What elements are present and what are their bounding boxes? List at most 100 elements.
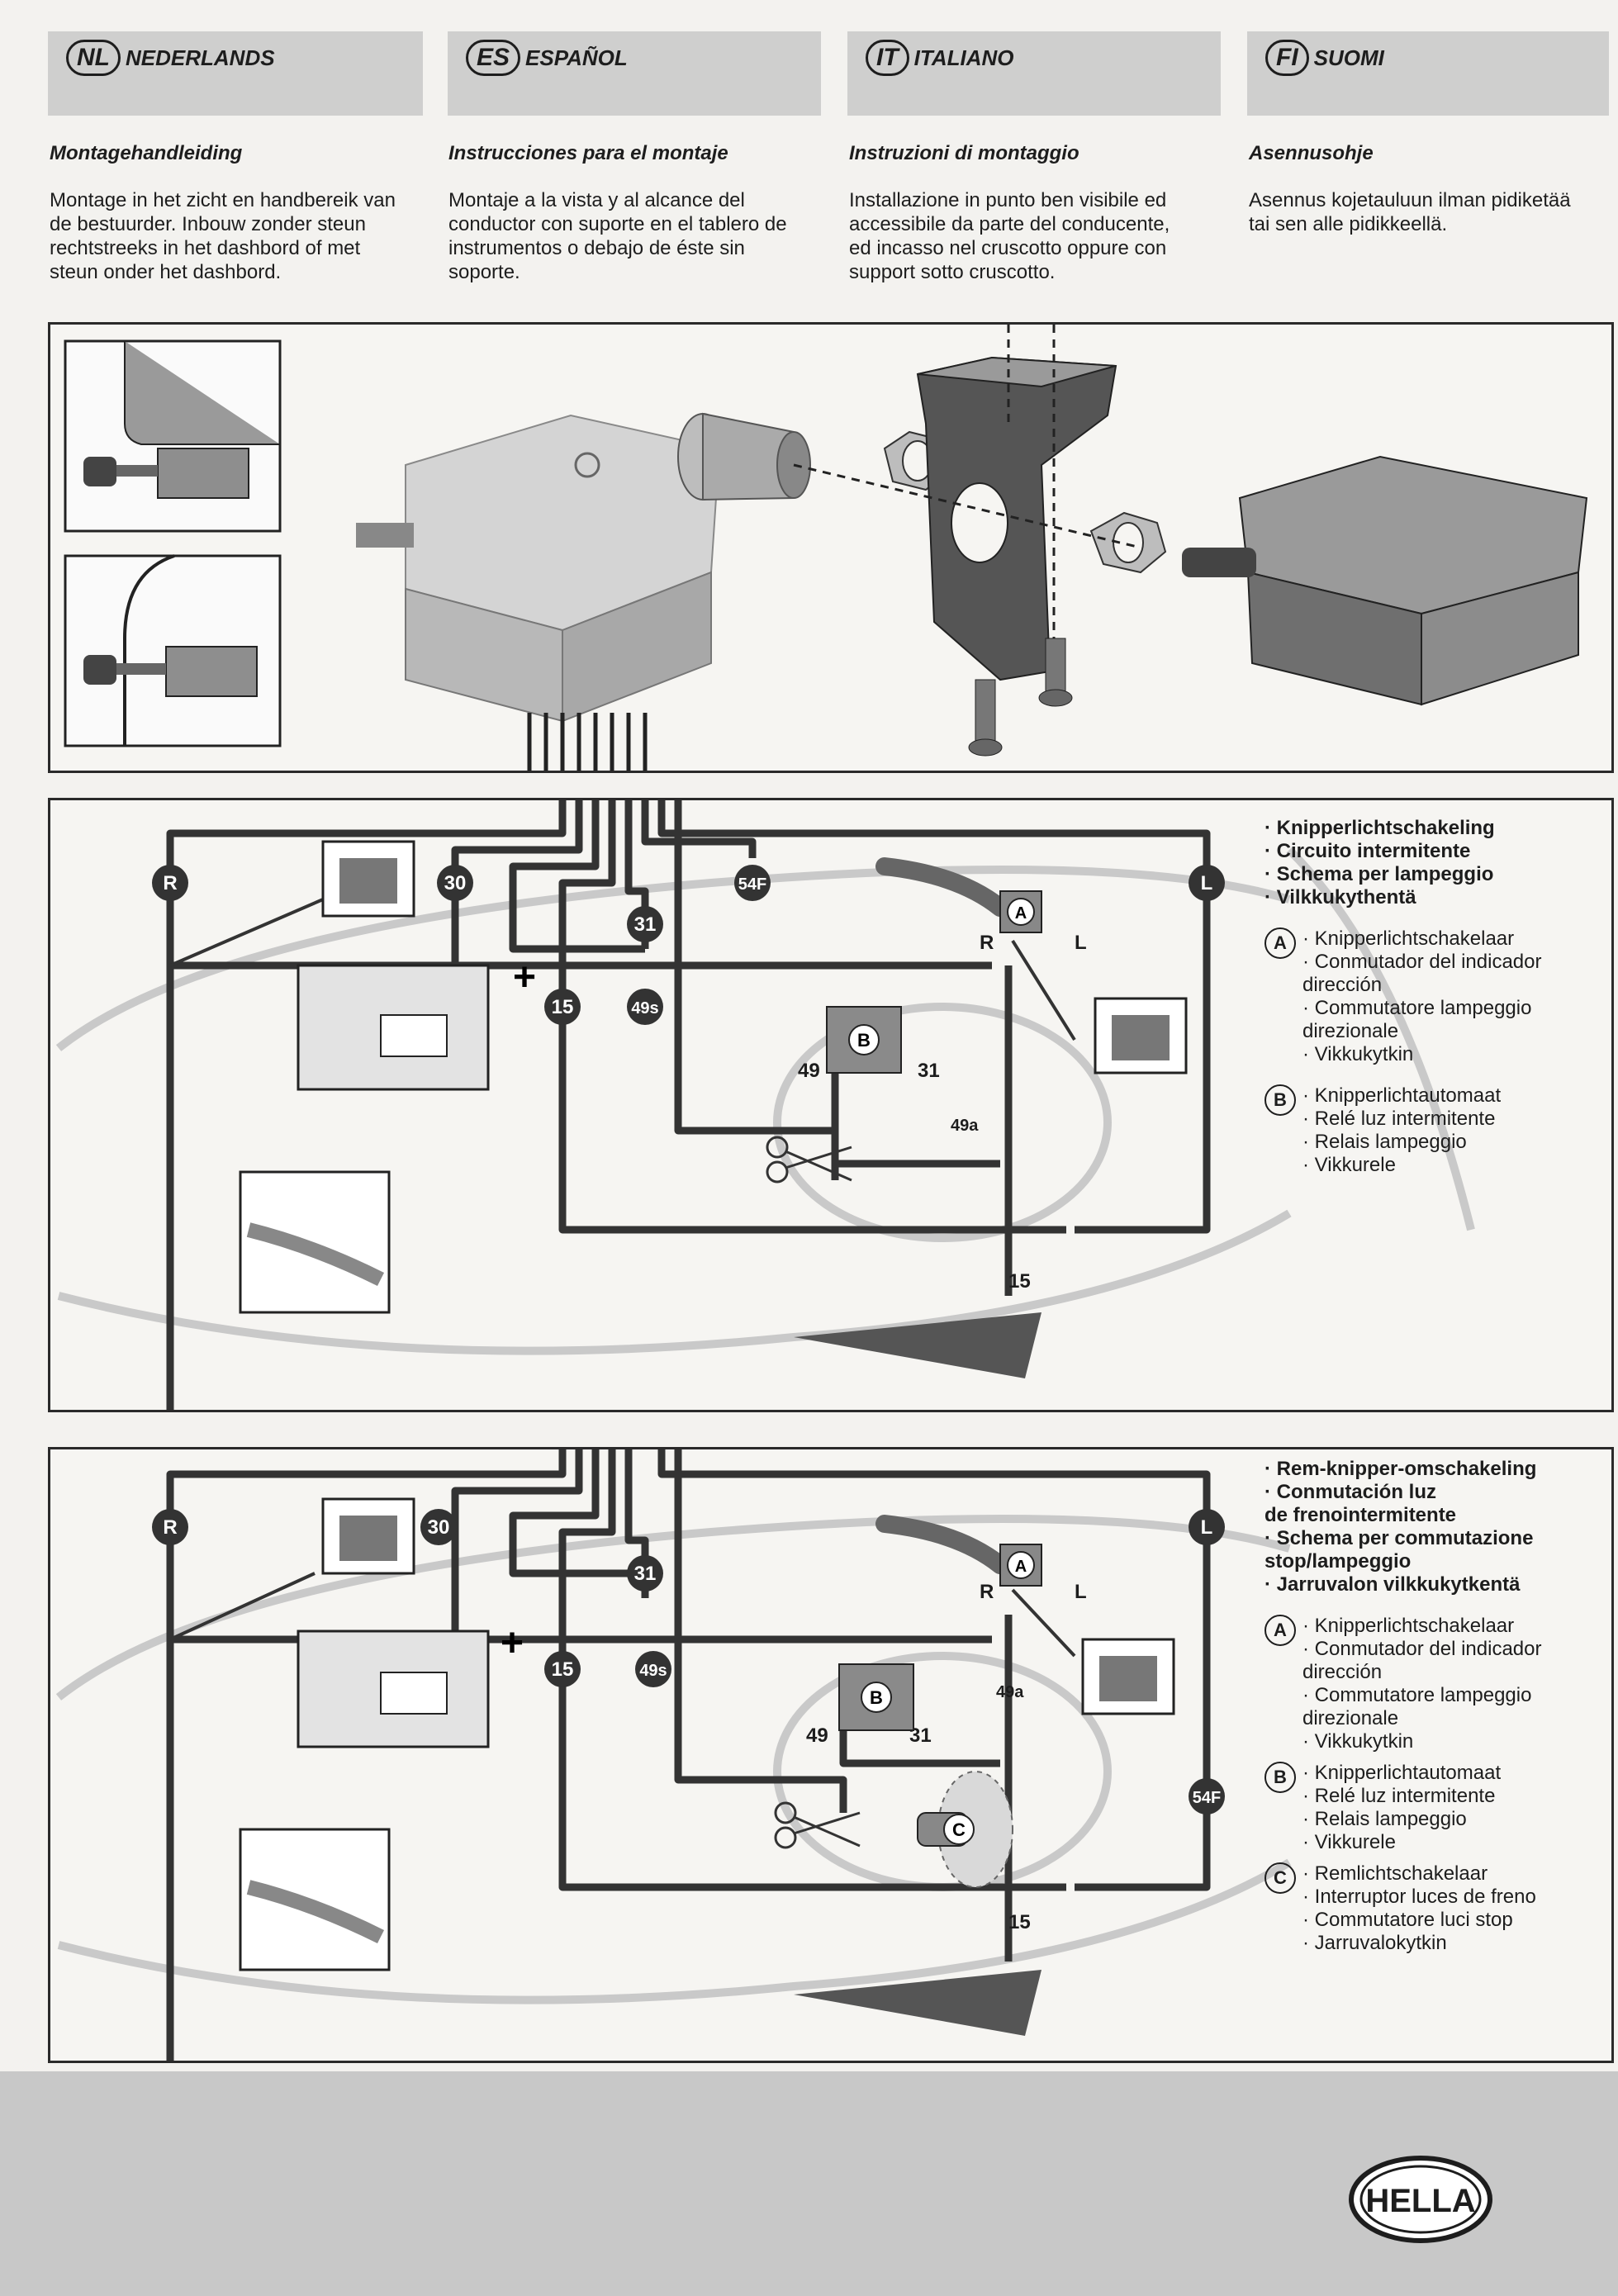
lang-code-es: ES <box>466 40 521 76</box>
legend-line: dirección <box>1302 974 1383 996</box>
mark-A: A <box>1015 904 1027 923</box>
label-49: 49 <box>798 1060 820 1082</box>
title-fi: Asennusohje <box>1249 142 1374 164</box>
terminal-L: L <box>1201 1516 1213 1539</box>
mark-A: A <box>1015 1558 1027 1576</box>
lang-name-nl: NEDERLANDS <box>126 45 275 70</box>
legend-line: · Relais lampeggio <box>1302 1808 1467 1830</box>
label-31: 31 <box>918 1060 940 1082</box>
mounting-drawing <box>64 325 1588 771</box>
legend-title-line: stop/lampeggio <box>1265 1550 1412 1573</box>
body-line: Montaje a la vista y al alcance del <box>448 189 745 211</box>
mounting-illustration <box>48 322 1614 773</box>
connector-inset <box>239 1170 391 1314</box>
flasher-relay-B: B <box>838 1663 914 1731</box>
legend-title-line: · Conmutación luz <box>1265 1481 1436 1503</box>
legend-1: · Knipperlichtschakeling · Circuito inte… <box>1265 817 1603 1177</box>
indicator-switch-A: A <box>875 857 1042 933</box>
body-line: steun onder het dashbord. <box>50 261 282 283</box>
wiring-diagram-1: R 30 31 54F L 15 49s 49 31 49a 15 R L A … <box>48 798 1614 1577</box>
terminal-30: 30 <box>428 1516 450 1539</box>
plus-sign: + <box>501 1621 524 1665</box>
legend-title-line: · Schema per commutazione <box>1265 1527 1534 1549</box>
legend-line: · Vikkukytkin <box>1302 1730 1414 1753</box>
legend-line: · Relais lampeggio <box>1302 1131 1467 1153</box>
legend-line: · Knipperlichtschakelaar <box>1302 1615 1515 1637</box>
legend-item-B: B · Knipperlichtautomaat · Relé luz inte… <box>1265 1084 1603 1177</box>
legend-mark-A: A <box>1265 1615 1296 1646</box>
body-line: support sotto cruscotto. <box>849 261 1056 283</box>
wiring-diagram-2: R 30 31 L 54F 15 49s 49 31 49a 15 R L A … <box>48 1447 1614 2226</box>
switch-box-mounted <box>1182 455 1588 706</box>
wiring-drawing-1: R 30 31 54F L 15 49s 49 31 49a 15 R L A … <box>55 800 1475 1577</box>
body-line: Installazione in punto ben visibile ed <box>849 189 1167 211</box>
legend-line: · Vikkurele <box>1302 1831 1396 1853</box>
body-it: Installazione in punto ben visibile ed a… <box>849 188 1170 284</box>
hella-logo-text: HELLA <box>1365 2183 1475 2219</box>
lamp-left-icon <box>321 1497 415 1575</box>
mark-B: B <box>870 1687 883 1708</box>
hella-logo: HELLA <box>1349 2156 1492 2243</box>
legend-title-line: · Jarruvalon vilkkukytkentä <box>1265 1573 1521 1596</box>
terminal-49s: 49s <box>639 1662 667 1680</box>
body-line: instrumentos o debajo de éste sin <box>448 237 745 259</box>
mark-B: B <box>857 1030 871 1051</box>
legend-mark-C: C <box>1265 1862 1296 1894</box>
legend-line: · Remlichtschakelaar <box>1302 1862 1488 1885</box>
screw-2 <box>1038 638 1073 707</box>
legend-item-C: C · Remlichtschakelaar · Interruptor luc… <box>1265 1862 1603 1955</box>
legend-line: · Commutatore lampeggio <box>1302 1684 1532 1706</box>
legend-item-B: B · Knipperlichtautomaat · Relé luz inte… <box>1265 1762 1603 1854</box>
legend-title-line: · Knipperlichtschakeling <box>1265 817 1495 839</box>
terminal-31: 31 <box>634 913 657 936</box>
legend-line: · Conmutador del indicador <box>1302 1638 1542 1660</box>
legend-mark-B: B <box>1265 1084 1296 1116</box>
title-nl: Montagehandleiding <box>50 142 243 164</box>
label-15: 15 <box>1008 1911 1031 1933</box>
lang-code-nl: NL <box>66 40 121 76</box>
label-49a: 49a <box>996 1683 1024 1701</box>
terminal-49s: 49s <box>631 999 658 1018</box>
legend-line: · Vikkukytkin <box>1302 1043 1414 1065</box>
legend-line: · Relé luz intermitente <box>1302 1785 1496 1807</box>
legend-line: · Vikkurele <box>1302 1154 1396 1176</box>
legend-title-line: · Circuito intermitente <box>1265 840 1471 862</box>
terminal-L: L <box>1201 872 1213 894</box>
legend-line: · Interruptor luces de freno <box>1302 1886 1536 1908</box>
footer: HELLA <box>0 2071 1618 2296</box>
legend-item-A: A · Knipperlichtschakelaar · Conmutador … <box>1265 1615 1603 1753</box>
mark-C: C <box>952 1819 966 1840</box>
indicator-lamp <box>794 1312 1041 1378</box>
lang-code-fi: FI <box>1265 40 1309 76</box>
body-line: ed incasso nel cruscotto oppure con <box>849 237 1167 259</box>
legend-mark-A: A <box>1265 927 1296 959</box>
plus-sign: + <box>513 956 536 999</box>
label-R: R <box>980 1581 994 1603</box>
terminal-54F: 54F <box>738 875 766 894</box>
flasher-relay-B: B <box>826 1006 902 1074</box>
legend-line: dirección <box>1302 1661 1383 1683</box>
body-nl: Montage in het zicht en handbereik van d… <box>50 188 396 284</box>
nut-right <box>1089 511 1167 574</box>
body-line: Montage in het zicht en handbereik van <box>50 189 396 211</box>
lamp-left-icon <box>321 840 415 918</box>
legend-line: direzionale <box>1302 1020 1399 1042</box>
legend-title-line: · Vilkkukythentä <box>1265 886 1416 908</box>
label-L: L <box>1075 932 1087 954</box>
lamp-right-icon <box>1081 1638 1175 1715</box>
terminal-30: 30 <box>444 872 467 894</box>
legend-line: · Jarruvalokytkin <box>1302 1932 1447 1954</box>
legend-mark-B: B <box>1265 1762 1296 1793</box>
body-line: de bestuurder. Inbouw zonder steun <box>50 213 366 235</box>
indicator-switch-A: A <box>875 1515 1042 1587</box>
title-es: Instrucciones para el montaje <box>448 142 728 164</box>
terminal-15: 15 <box>552 996 574 1018</box>
legend-line: · Conmutador del indicador <box>1302 951 1542 973</box>
legend-2: · Rem-knipper-omschakeling · Conmutación… <box>1265 1458 1603 1955</box>
label-49a: 49a <box>951 1117 979 1135</box>
terminal-31: 31 <box>634 1563 657 1585</box>
